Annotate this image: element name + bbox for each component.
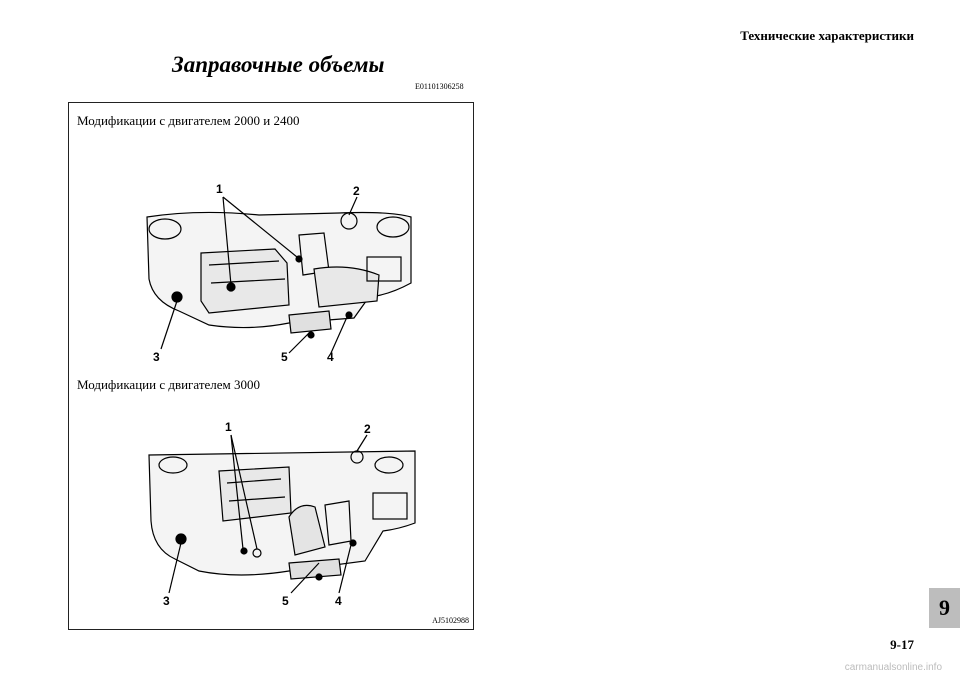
engine-bay-3000-illustration: 1 2 3 5 4 — [148, 421, 416, 607]
callout-bottom-5: 5 — [282, 594, 289, 607]
callout-top-1: 1 — [216, 183, 223, 196]
callout-top-3: 3 — [153, 350, 160, 363]
callout-top-4: 4 — [327, 350, 334, 363]
callout-bottom-1: 1 — [225, 421, 232, 434]
page-title: Заправочные объемы — [172, 52, 385, 77]
callout-bottom-4: 4 — [335, 594, 342, 607]
caption-engine-2000-2400: Модификации с двигателем 2000 и 2400 — [77, 113, 300, 128]
caption-engine-3000: Модификации с двигателем 3000 — [77, 377, 261, 392]
engine-bay-2000-2400-illustration: 1 2 3 5 4 — [146, 183, 412, 363]
watermark: carmanualsonline.info — [844, 662, 942, 673]
document-code: E01101306258 — [415, 82, 464, 91]
callout-top-5: 5 — [281, 350, 288, 363]
page-number: 9-17 — [890, 637, 914, 652]
figure-code: AJ5102988 — [432, 616, 469, 625]
section-header: Технические характеристики — [740, 28, 914, 43]
callout-top-2: 2 — [353, 184, 360, 198]
chapter-tab: 9 — [929, 588, 960, 628]
callout-bottom-3: 3 — [163, 594, 170, 607]
callout-bottom-2: 2 — [364, 422, 371, 436]
engine-figure: Модификации с двигателем 2000 и 2400 — [68, 102, 474, 630]
